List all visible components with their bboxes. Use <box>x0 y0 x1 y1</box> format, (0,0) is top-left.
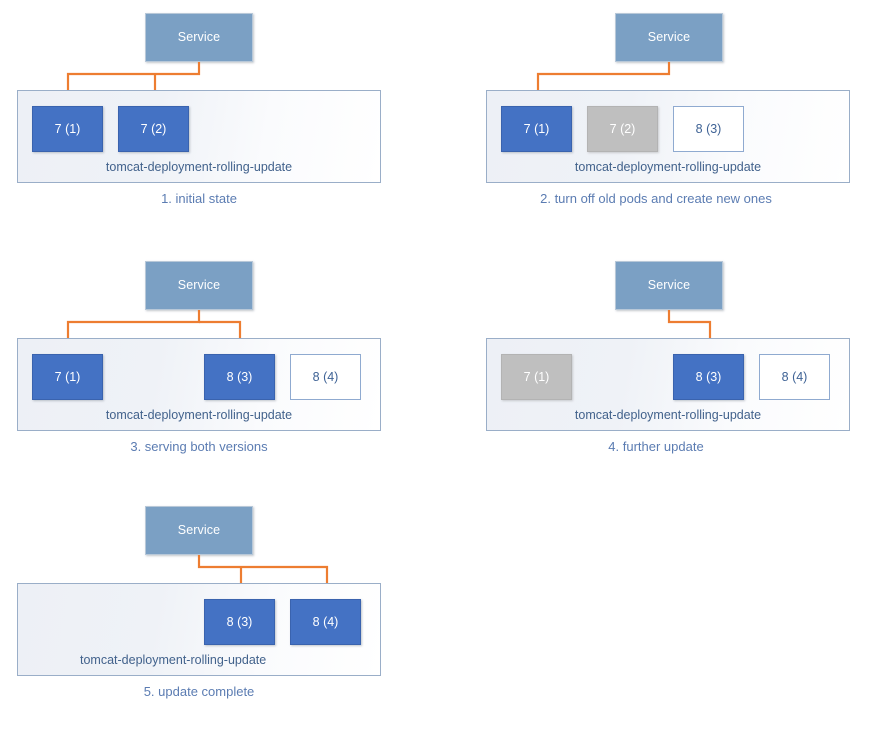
service-box: Service <box>615 261 723 310</box>
panel-caption: 1. initial state <box>161 191 237 206</box>
pod-box: 8 (3) <box>673 354 744 400</box>
pod-box: 7 (2) <box>118 106 189 152</box>
deployment-name-label: tomcat-deployment-rolling-update <box>574 159 762 174</box>
service-box: Service <box>145 506 253 555</box>
deployment-name-label: tomcat-deployment-rolling-update <box>105 159 293 174</box>
deployment-box: 7 (1) 8 (3) 8 (4) tomcat-deployment-roll… <box>17 338 381 431</box>
panel-serving-both-versions: Service 7 (1) 8 (3) 8 (4) tomcat-deploym… <box>0 248 435 485</box>
pod-box: 8 (4) <box>290 599 361 645</box>
deployment-box: 7 (1) 7 (2) tomcat-deployment-rolling-up… <box>17 90 381 183</box>
panel-caption: 4. further update <box>608 439 704 454</box>
service-box: Service <box>145 13 253 62</box>
pod-box: 7 (1) <box>32 354 103 400</box>
panel-caption: 2. turn off old pods and create new ones <box>540 191 772 206</box>
service-box: Service <box>615 13 723 62</box>
panel-caption: 5. update complete <box>143 684 255 699</box>
pod-box: 7 (1) <box>501 354 572 400</box>
service-box: Service <box>145 261 253 310</box>
pod-box: 8 (3) <box>673 106 744 152</box>
pod-box: 8 (3) <box>204 354 275 400</box>
service-label: Service <box>647 30 691 45</box>
deployment-box: 8 (3) 8 (4) tomcat-deployment-rolling-up… <box>17 583 381 676</box>
pod-box: 7 (1) <box>32 106 103 152</box>
deployment-name-label: tomcat-deployment-rolling-update <box>80 652 267 667</box>
panel-caption: 3. serving both versions <box>130 439 268 454</box>
deployment-box: 7 (1) 8 (3) 8 (4) tomcat-deployment-roll… <box>486 338 850 431</box>
pod-box: 7 (2) <box>587 106 658 152</box>
deployment-name-label: tomcat-deployment-rolling-update <box>105 407 293 422</box>
service-label: Service <box>647 278 691 293</box>
pod-box: 8 (3) <box>204 599 275 645</box>
panel-further-update: Service 7 (1) 8 (3) 8 (4) tomcat-deploym… <box>435 248 870 485</box>
service-label: Service <box>177 278 221 293</box>
pod-box: 8 (4) <box>759 354 830 400</box>
panel-initial-state: Service 7 (1) 7 (2) tomcat-deployment-ro… <box>0 0 435 237</box>
pod-box: 7 (1) <box>501 106 572 152</box>
panel-turn-off-old-pods: Service 7 (1) 7 (2) 8 (3) tomcat-deploym… <box>435 0 870 237</box>
deployment-box: 7 (1) 7 (2) 8 (3) tomcat-deployment-roll… <box>486 90 850 183</box>
service-label: Service <box>177 523 221 538</box>
panel-update-complete: Service 8 (3) 8 (4) tomcat-deployment-ro… <box>0 493 435 730</box>
pod-box: 8 (4) <box>290 354 361 400</box>
deployment-name-label: tomcat-deployment-rolling-update <box>574 407 762 422</box>
service-label: Service <box>177 30 221 45</box>
